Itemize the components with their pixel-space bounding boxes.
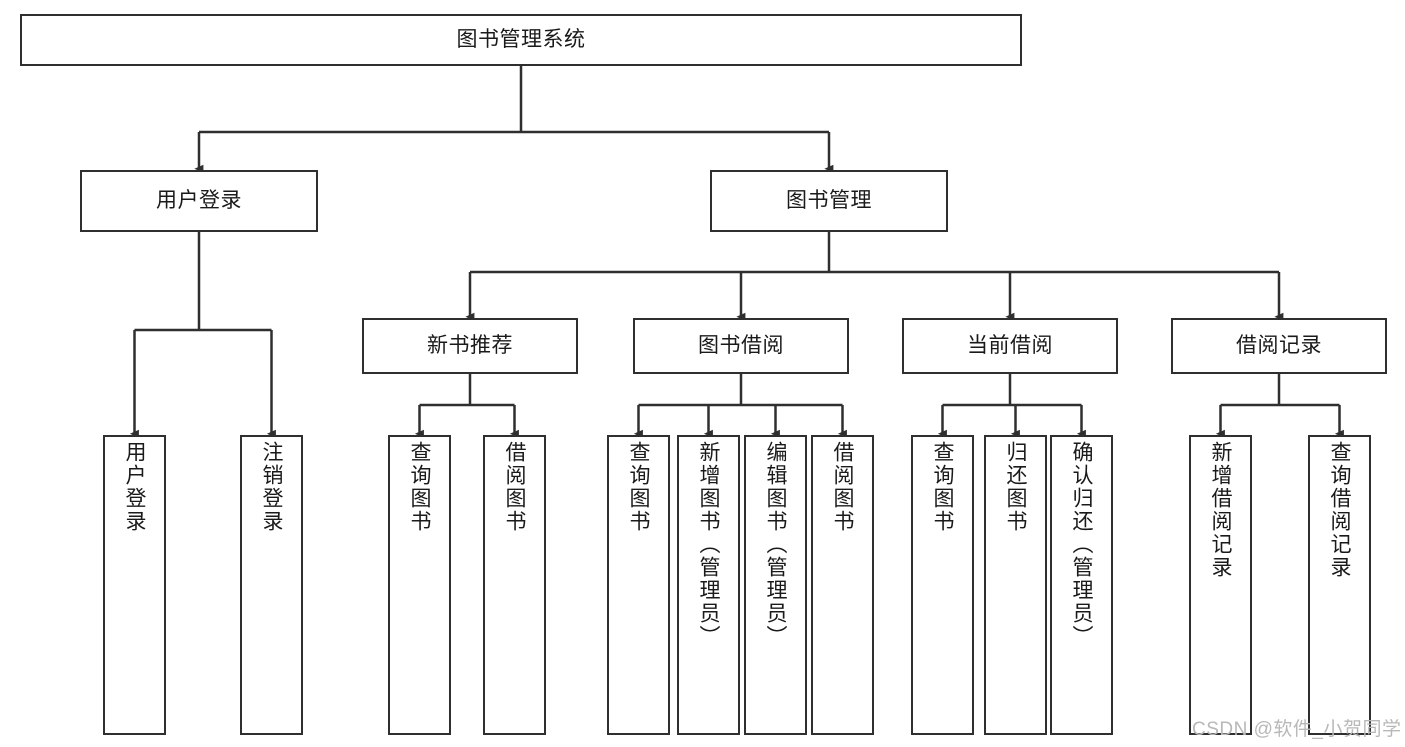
node-label: 图书管理: [786, 188, 872, 212]
node-label: 图书借阅: [698, 333, 784, 357]
node-leaf-logout[interactable]: 注销登录: [240, 435, 303, 735]
node-new-book-recommend[interactable]: 新书推荐: [362, 318, 578, 374]
node-label: 借阅记录: [1236, 333, 1322, 357]
node-leaf-borrow-book[interactable]: 借阅图书: [811, 435, 874, 735]
node-leaf-query-borrow-record[interactable]: 查询借阅记录: [1308, 435, 1371, 735]
node-label: 编辑图书（管理员）: [764, 441, 787, 648]
node-label: 用户登录: [123, 441, 146, 533]
node-leaf-query-book-borrow[interactable]: 查询图书: [607, 435, 670, 735]
node-label: 图书管理系统: [456, 27, 586, 51]
node-label: 查询图书: [627, 441, 650, 533]
node-label: 用户登录: [156, 188, 242, 212]
node-borrow-record[interactable]: 借阅记录: [1171, 318, 1387, 374]
node-leaf-borrow-book-rec[interactable]: 借阅图书: [483, 435, 546, 735]
node-label: 新增图书（管理员）: [697, 441, 720, 648]
node-root[interactable]: 图书管理系统: [20, 14, 1022, 66]
node-leaf-query-book-current[interactable]: 查询图书: [911, 435, 974, 735]
node-label: 注销登录: [260, 441, 283, 533]
node-label: 查询图书: [931, 441, 954, 533]
node-leaf-add-borrow-record[interactable]: 新增借阅记录: [1189, 435, 1252, 735]
node-leaf-add-book-admin[interactable]: 新增图书（管理员）: [677, 435, 740, 735]
node-leaf-user-login[interactable]: 用户登录: [103, 435, 166, 735]
node-label: 借阅图书: [503, 441, 526, 533]
node-label: 当前借阅: [967, 333, 1053, 357]
node-leaf-query-book-rec[interactable]: 查询图书: [388, 435, 451, 735]
node-user-login[interactable]: 用户登录: [80, 170, 318, 232]
node-label: 借阅图书: [831, 441, 854, 533]
node-book-management[interactable]: 图书管理: [710, 170, 948, 232]
node-label: 查询借阅记录: [1328, 441, 1351, 579]
node-label: 确认归还（管理员）: [1070, 441, 1093, 648]
node-label: 新增借阅记录: [1209, 441, 1232, 579]
node-label: 归还图书: [1004, 441, 1027, 533]
csdn-watermark: CSDN @软件_小贺同学: [1192, 719, 1402, 740]
node-current-borrow[interactable]: 当前借阅: [902, 318, 1118, 374]
node-leaf-return-book[interactable]: 归还图书: [984, 435, 1047, 735]
node-leaf-edit-book-admin[interactable]: 编辑图书（管理员）: [744, 435, 807, 735]
node-label: 新书推荐: [427, 333, 513, 357]
node-book-borrow[interactable]: 图书借阅: [633, 318, 849, 374]
node-label: 查询图书: [408, 441, 431, 533]
node-leaf-confirm-return-admin[interactable]: 确认归还（管理员）: [1050, 435, 1113, 735]
